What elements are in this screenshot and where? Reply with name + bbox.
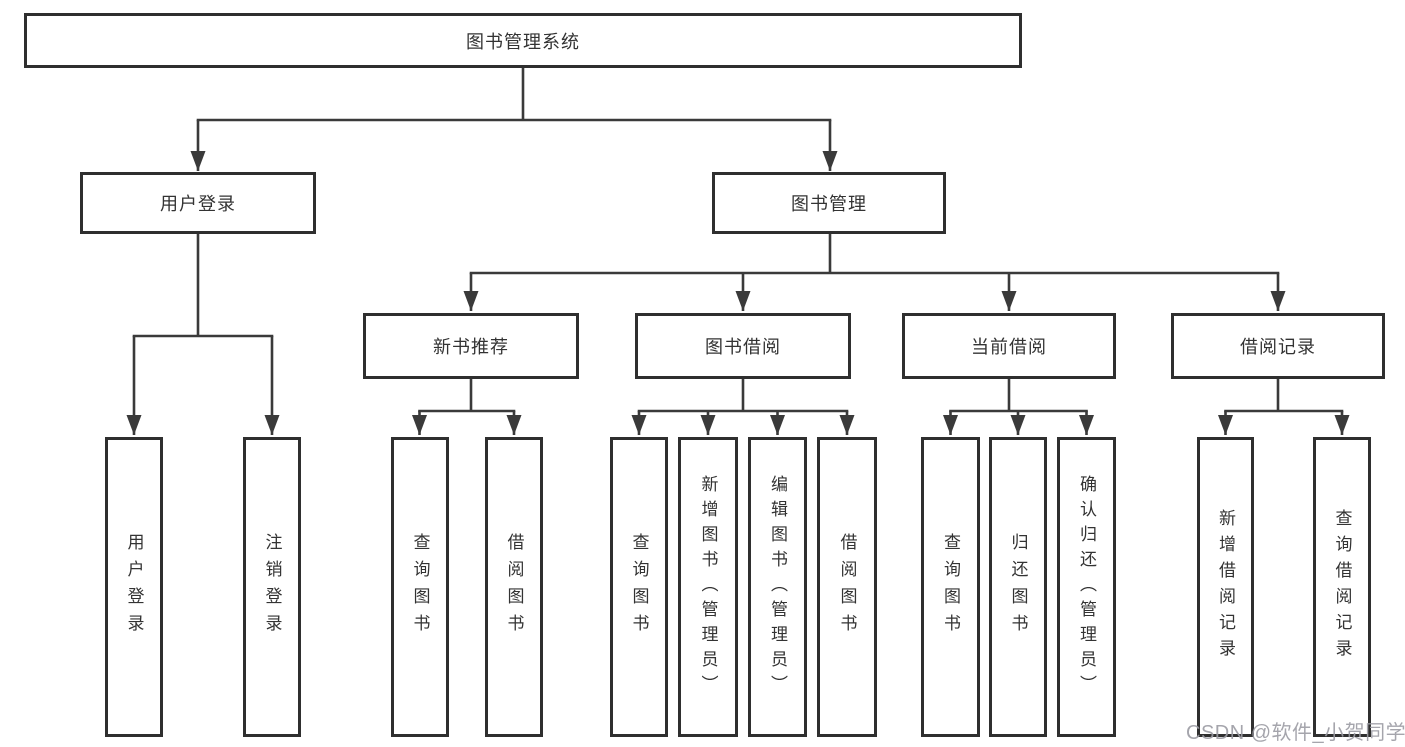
leaf-user-login: 用户登录: [105, 437, 163, 737]
leaf-search-books-current: 查询图书: [921, 437, 980, 737]
node-label: 用户登录: [160, 194, 236, 214]
leaf-search-books-recommend: 查询图书: [391, 437, 449, 737]
node-book-management: 图书管理: [712, 172, 946, 234]
leaf-add-book-admin: 新增图书（管理员）: [678, 437, 738, 737]
leaf-borrow-books-recommend: 借阅图书: [485, 437, 543, 737]
node-book-borrowing: 图书借阅: [635, 313, 851, 379]
leaf-add-borrow-record: 新增借阅记录: [1197, 437, 1254, 737]
node-label: 借阅图书: [837, 533, 857, 641]
node-borrowing-records: 借阅记录: [1171, 313, 1385, 379]
node-new-book-recommendation: 新书推荐: [363, 313, 579, 379]
node-label: 注销登录: [262, 533, 282, 641]
node-label: 查询图书: [941, 533, 960, 641]
node-label: 归还图书: [1008, 533, 1028, 641]
node-library-management-system: 图书管理系统: [24, 13, 1022, 68]
node-label: 查询借阅记录: [1332, 509, 1352, 665]
node-label: 图书借阅: [705, 337, 781, 357]
csdn-watermark: CSDN @软件_小贺同学: [1186, 722, 1405, 744]
leaf-borrow-books: 借阅图书: [817, 437, 877, 737]
node-label: 查询图书: [410, 533, 430, 641]
leaf-search-books-borrow: 查询图书: [610, 437, 668, 737]
node-label: 图书管理: [791, 194, 867, 214]
node-label: 确认归还（管理员）: [1077, 474, 1096, 700]
node-label: 新增借阅记录: [1216, 509, 1235, 665]
node-user-login: 用户登录: [80, 172, 316, 234]
node-label: 借阅图书: [504, 533, 524, 641]
node-label: 查询图书: [629, 533, 649, 641]
node-label: 图书管理系统: [466, 31, 580, 52]
node-label: 新书推荐: [433, 337, 509, 357]
leaf-confirm-return-admin: 确认归还（管理员）: [1057, 437, 1116, 737]
leaf-search-borrow-record: 查询借阅记录: [1313, 437, 1371, 737]
node-label: 新增图书（管理员）: [698, 474, 718, 700]
leaf-return-book: 归还图书: [989, 437, 1047, 737]
leaf-logout: 注销登录: [243, 437, 301, 737]
node-label: 用户登录: [124, 533, 144, 641]
node-label: 当前借阅: [971, 337, 1047, 357]
node-label: 编辑图书（管理员）: [768, 474, 787, 700]
node-current-borrowing: 当前借阅: [902, 313, 1116, 379]
node-label: 借阅记录: [1240, 337, 1316, 357]
leaf-edit-book-admin: 编辑图书（管理员）: [748, 437, 807, 737]
